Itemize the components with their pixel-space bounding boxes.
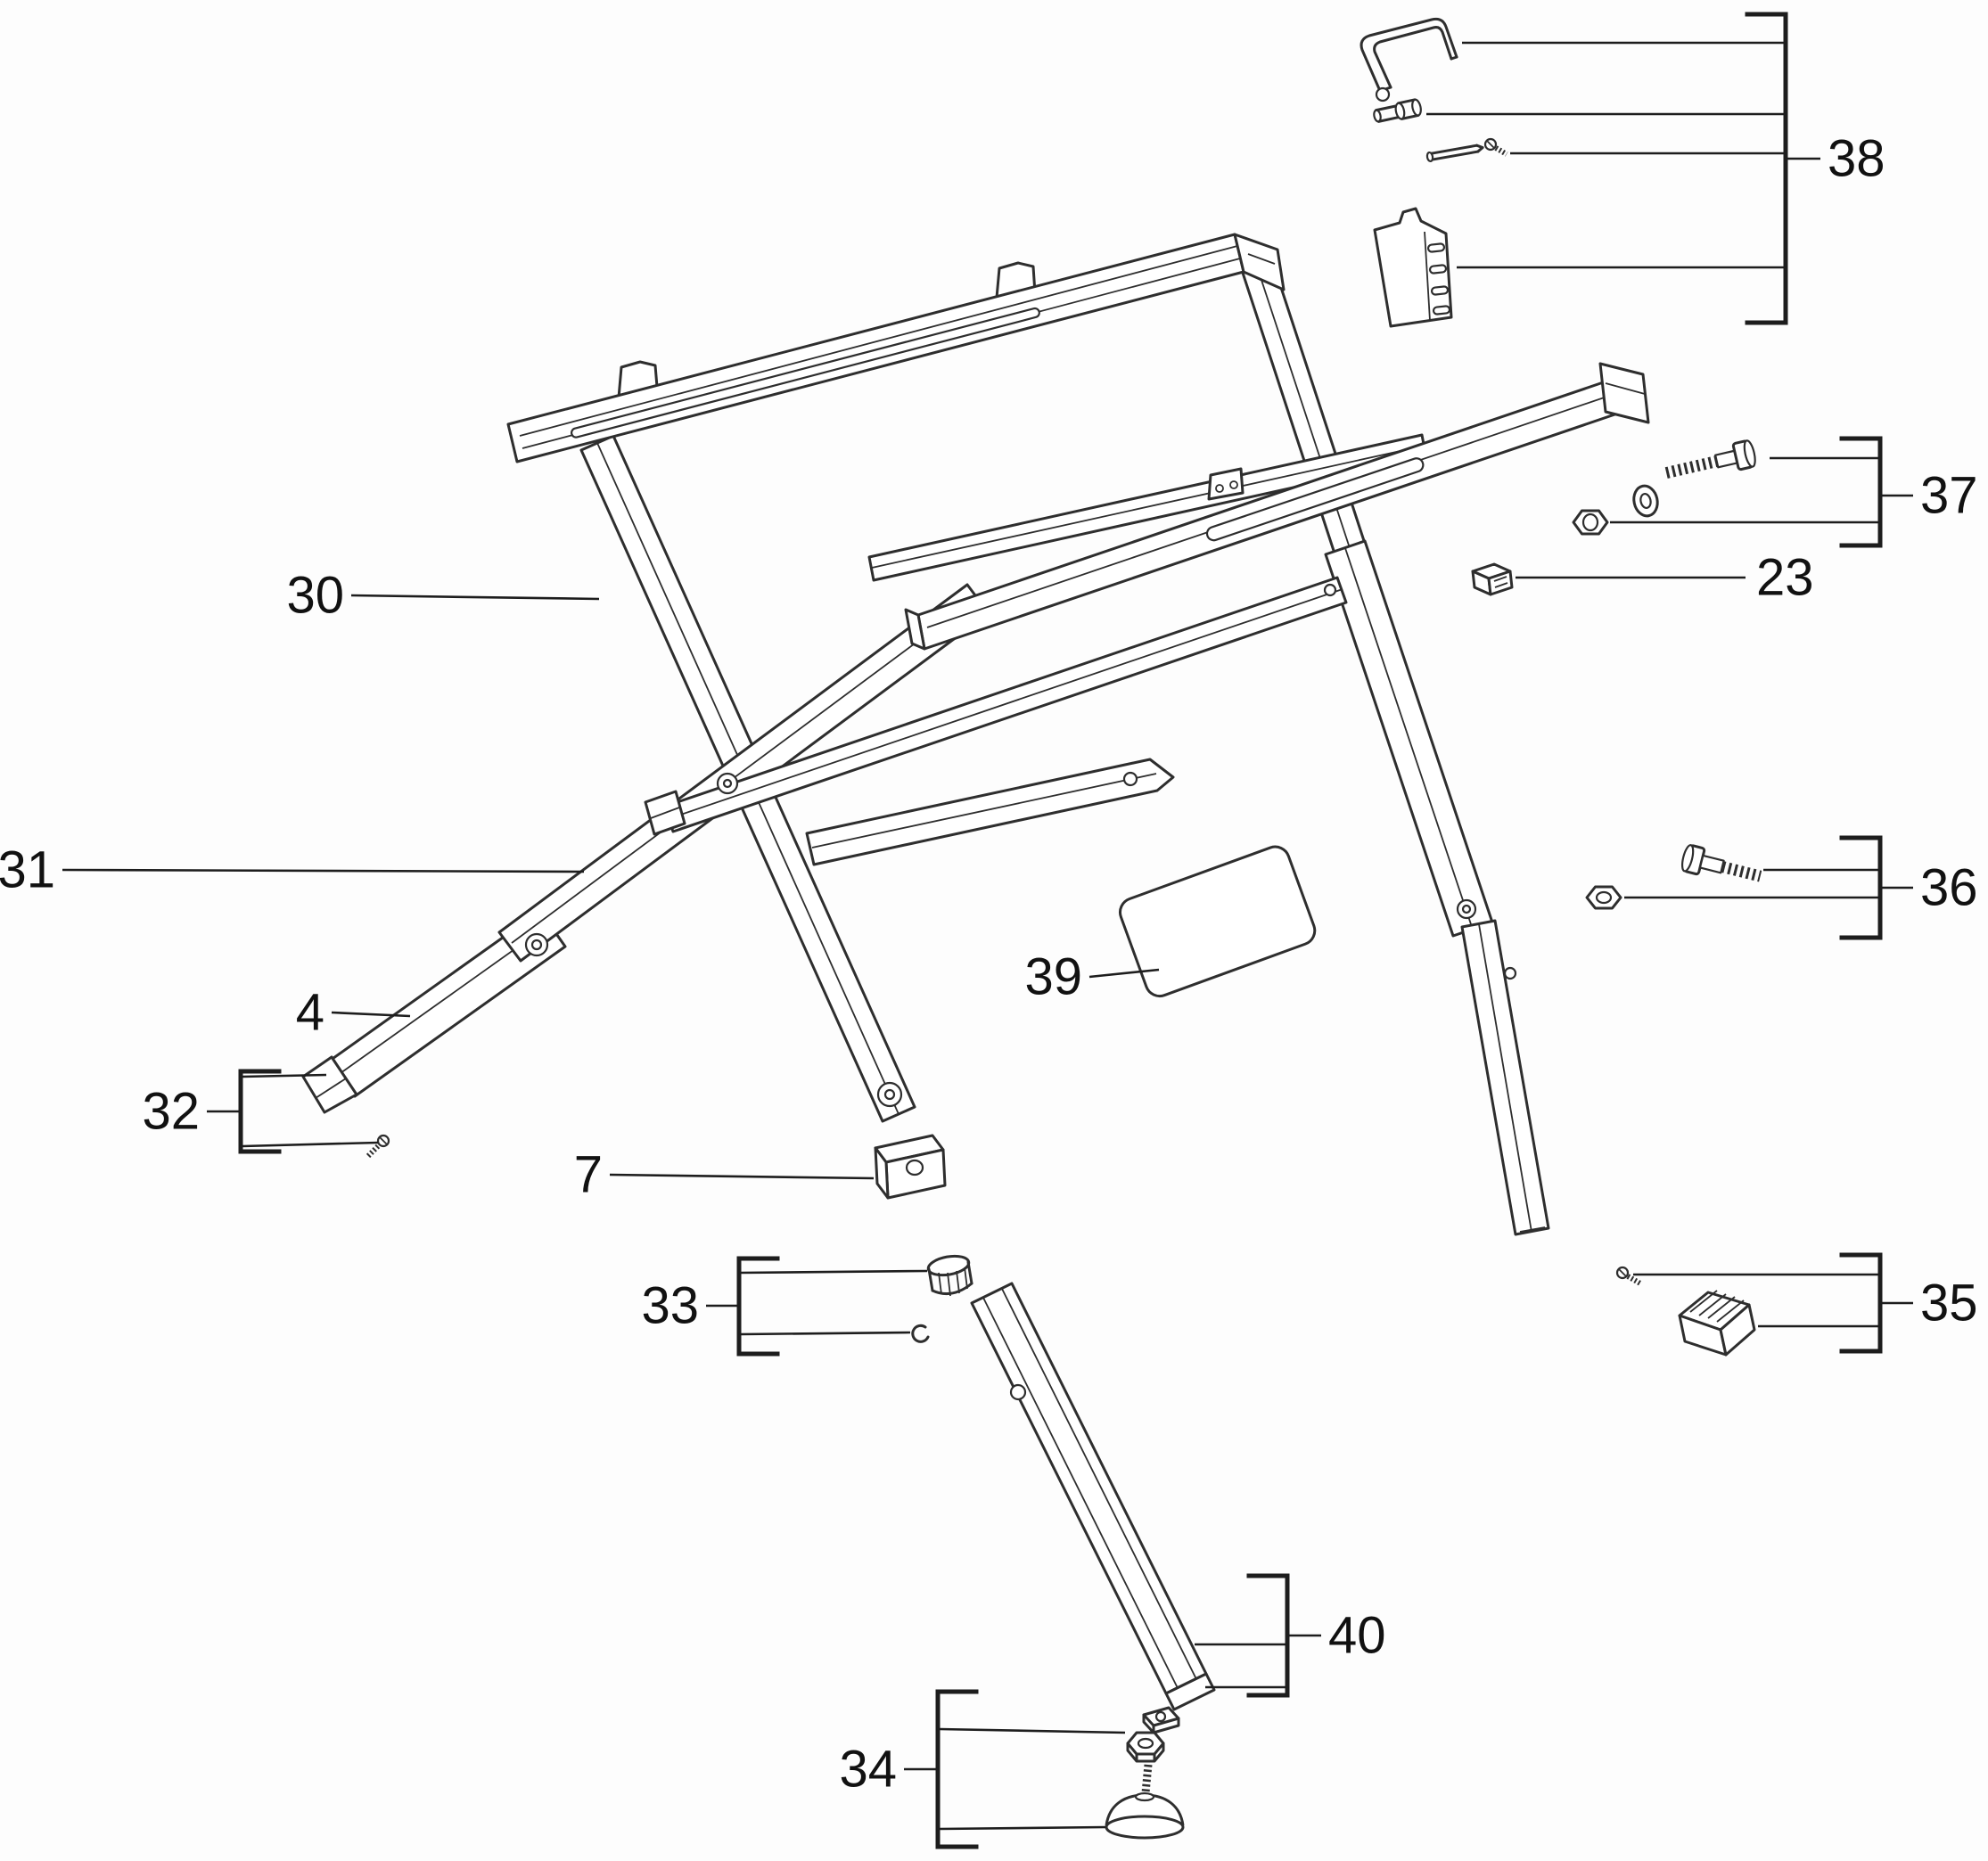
small-screw bbox=[1483, 137, 1508, 157]
callout-39: 39 bbox=[1024, 948, 1160, 1006]
callout-30-label: 30 bbox=[286, 567, 344, 625]
cross-brace-lower bbox=[805, 758, 1175, 866]
callout-33: 33 bbox=[641, 1256, 928, 1357]
callout-34: 34 bbox=[839, 1689, 1126, 1849]
leg-cap bbox=[926, 1254, 973, 1297]
pivot-bolt bbox=[716, 772, 739, 795]
right-leg-lower-tube bbox=[1460, 919, 1550, 1236]
tip-screw bbox=[365, 1134, 390, 1160]
callout-30: 30 bbox=[286, 567, 600, 625]
front-rail bbox=[904, 362, 1650, 651]
detached-leg bbox=[970, 1282, 1216, 1711]
stand-frame bbox=[301, 233, 1650, 1236]
hex-nut-37 bbox=[1572, 509, 1609, 536]
lock-pin bbox=[1373, 98, 1422, 123]
callout-7-label: 7 bbox=[574, 1146, 603, 1204]
cross-brace-upper bbox=[644, 576, 1348, 836]
leg-foot bbox=[874, 1134, 947, 1200]
callout-40: 40 bbox=[1195, 1573, 1386, 1698]
callout-31: 31 bbox=[0, 841, 585, 899]
callout-4-label: 4 bbox=[296, 984, 324, 1042]
callout-38: 38 bbox=[1426, 12, 1885, 325]
foot-cap bbox=[1678, 1290, 1756, 1357]
callout-35-label: 35 bbox=[1920, 1275, 1978, 1332]
foot-screw bbox=[1615, 1266, 1642, 1286]
callout-35: 35 bbox=[1633, 1252, 1978, 1354]
callout-37: 37 bbox=[1610, 436, 1978, 548]
callout-37-label: 37 bbox=[1920, 467, 1978, 525]
callout-40-label: 40 bbox=[1328, 1607, 1386, 1665]
latch-bracket bbox=[1373, 207, 1453, 328]
hex-nut-36 bbox=[1585, 885, 1622, 910]
washer-37 bbox=[1632, 484, 1659, 518]
hex-bolt-36 bbox=[1680, 844, 1762, 882]
callout-4: 4 bbox=[296, 984, 411, 1042]
hex-bolt-37 bbox=[1664, 439, 1756, 479]
callout-32-label: 32 bbox=[142, 1083, 200, 1141]
callout-7: 7 bbox=[574, 1146, 875, 1204]
square-nut bbox=[1142, 1706, 1180, 1734]
left-leg-lower-tube bbox=[301, 909, 567, 1114]
right-leg-upper-tube bbox=[1324, 539, 1494, 938]
rear-rail bbox=[506, 233, 1286, 463]
slide-clip bbox=[1471, 562, 1514, 596]
callout-33-label: 33 bbox=[641, 1277, 699, 1335]
leg-tip-cap bbox=[301, 1055, 358, 1114]
warning-label bbox=[1119, 845, 1317, 998]
cotter-pin bbox=[1425, 143, 1484, 163]
leveling-foot bbox=[1105, 1731, 1185, 1840]
callout-36: 36 bbox=[1624, 835, 1978, 940]
rail-end-flange bbox=[1598, 362, 1650, 424]
callout-39-label: 39 bbox=[1024, 948, 1082, 1006]
callout-23: 23 bbox=[1516, 549, 1814, 607]
callout-23-label: 23 bbox=[1756, 549, 1814, 607]
callout-38-label: 38 bbox=[1828, 130, 1885, 188]
carry-handle bbox=[1360, 17, 1458, 102]
callout-34-label: 34 bbox=[839, 1741, 897, 1799]
retaining-clip bbox=[911, 1324, 930, 1343]
callout-32: 32 bbox=[142, 1069, 379, 1154]
callout-36-label: 36 bbox=[1920, 859, 1978, 917]
callout-31-label: 31 bbox=[0, 841, 55, 899]
